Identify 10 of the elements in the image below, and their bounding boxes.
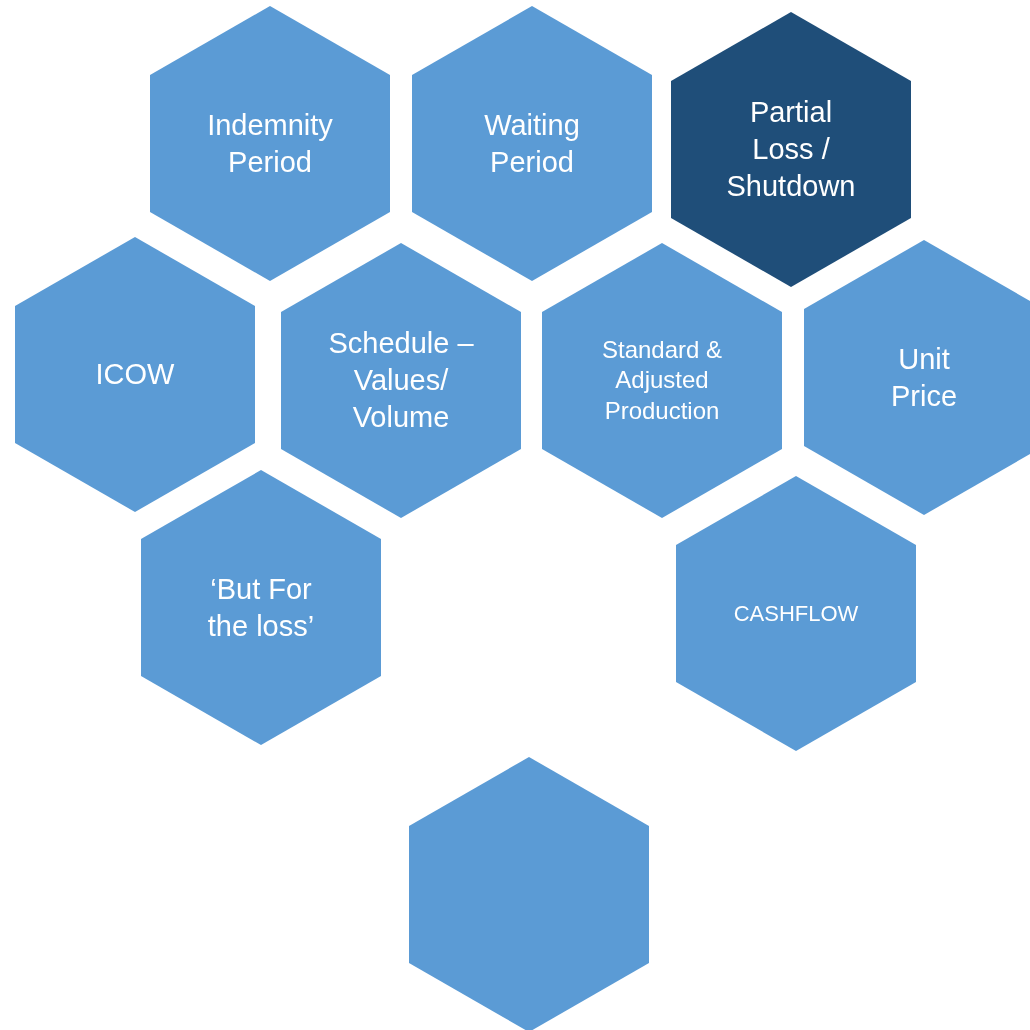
hexagon-label: Unit Price xyxy=(889,341,959,414)
hexagon-label: ‘But For the loss’ xyxy=(206,571,316,644)
hexagon-label: Partial Loss / Shutdown xyxy=(725,94,857,205)
hexagon-label: CASHFLOW xyxy=(732,599,860,628)
hexagon-label: Standard & Adjusted Production xyxy=(600,334,724,426)
hexagon-label: Schedule – Values/ Volume xyxy=(327,325,475,436)
hexagon-shape xyxy=(409,757,649,1030)
hexagon-label: ICOW xyxy=(94,356,176,392)
hexagon-label: Waiting Period xyxy=(483,107,581,180)
hexagon-label: Indemnity Period xyxy=(206,107,334,180)
